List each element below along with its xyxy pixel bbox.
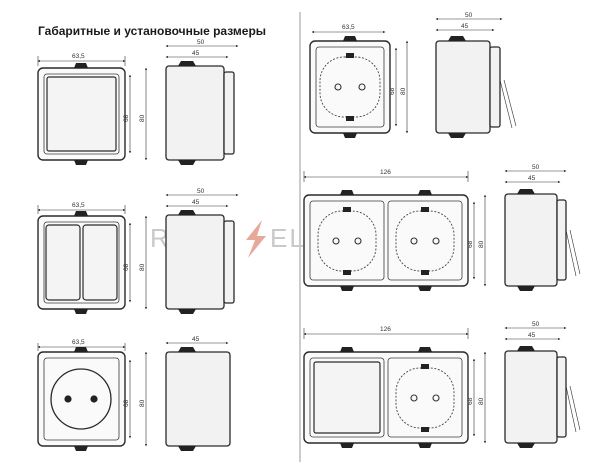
page-title: Габаритные и установочные размеры [38,24,267,38]
bolt-icon [246,220,266,258]
schuko-socket-side: 50 45 [435,12,517,138]
cover-hinge [499,79,517,129]
socket-side: 45 [165,336,231,451]
cover-hinge [565,229,581,277]
svg-text:45: 45 [192,50,200,57]
svg-text:50: 50 [197,39,205,46]
svg-text:126: 126 [380,169,391,176]
svg-text:45: 45 [192,199,200,206]
double-switch-side: 50 45 [165,188,239,314]
svg-text:80: 80 [139,399,146,407]
svg-text:50: 50 [197,188,205,195]
svg-text:63,5: 63,5 [72,53,85,60]
svg-text:50: 50 [532,164,540,171]
svg-text:50: 50 [532,321,540,328]
svg-text:80: 80 [400,87,407,95]
switch-socket-combo-side: 50 45 [504,321,581,448]
single-switch-side: 50 45 [165,39,239,165]
double-schuko-front: 126 68 80 [303,169,487,291]
svg-text:126: 126 [380,326,391,333]
svg-text:80: 80 [478,240,485,248]
schuko-socket-front: 63,5 68 80 [309,24,409,138]
socket-hole-left [64,395,72,403]
svg-text:68: 68 [467,240,474,248]
svg-text:63,5: 63,5 [342,24,355,31]
svg-text:45: 45 [528,175,536,182]
svg-text:50: 50 [465,12,473,19]
svg-text:45: 45 [528,332,536,339]
svg-text:68: 68 [123,114,130,122]
double-schuko-side: 50 45 [504,164,581,291]
socket-hole-right [90,395,98,403]
svg-text:63,5: 63,5 [72,202,85,209]
svg-text:45: 45 [461,23,469,30]
socket-face [50,368,112,430]
svg-text:63,5: 63,5 [72,339,85,346]
double-switch-front: 63,5 68 80 [37,202,148,314]
svg-text:80: 80 [139,263,146,271]
svg-text:45: 45 [192,336,200,343]
svg-text:68: 68 [123,399,130,407]
svg-text:68: 68 [123,263,130,271]
svg-text:68: 68 [389,87,396,95]
svg-text:80: 80 [139,114,146,122]
svg-text:68: 68 [467,397,474,405]
switch-socket-combo-front: 126 68 80 [303,326,487,448]
cover-hinge [565,385,581,433]
socket-front: 63,5 68 80 [37,339,148,451]
single-switch-front: 63,5 68 80 [37,53,148,165]
svg-text:80: 80 [478,397,485,405]
